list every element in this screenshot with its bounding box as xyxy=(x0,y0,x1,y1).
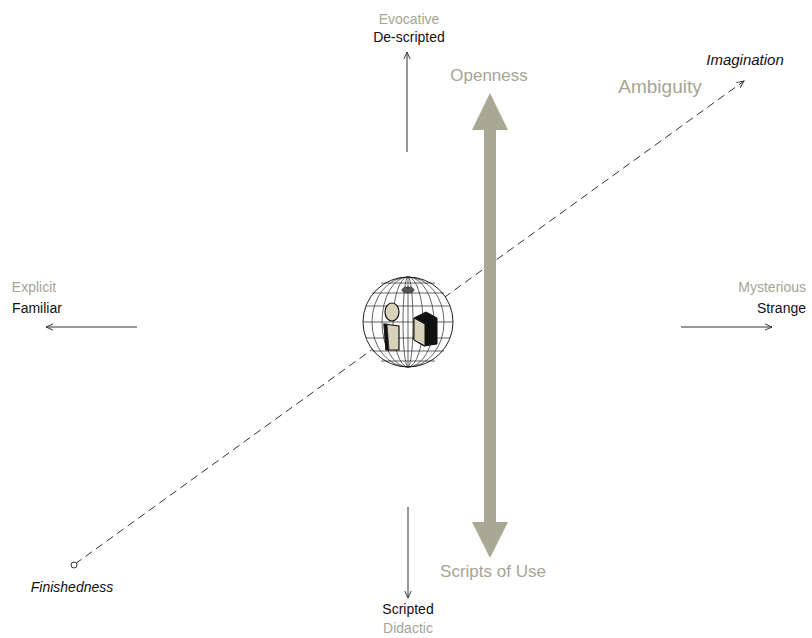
axis-label: Scripts of Use xyxy=(440,562,546,582)
axis-label: Familiar xyxy=(12,300,62,316)
ambiguity-axis xyxy=(75,81,744,564)
axis-label: Evocative xyxy=(379,11,440,27)
axis-label: Finishedness xyxy=(31,579,114,595)
right-arrow xyxy=(681,327,772,328)
axis-label: De-scripted xyxy=(373,29,445,45)
axis-label: Strange xyxy=(757,300,806,316)
up-arrow xyxy=(407,52,408,152)
axis-label: Explicit xyxy=(12,279,56,295)
axis-label: Mysterious xyxy=(738,279,806,295)
globe-illustration xyxy=(363,277,453,367)
axis-label: Openness xyxy=(450,66,528,86)
down-arrow xyxy=(408,507,409,598)
axis-label: Didactic xyxy=(383,620,433,636)
axis-label: Imagination xyxy=(706,51,784,68)
axis-label: Ambiguity xyxy=(618,76,701,98)
axis-label: Scripted xyxy=(382,601,433,617)
left-arrow xyxy=(46,327,137,328)
axis-origin-dot xyxy=(71,562,77,568)
openness-double-arrow xyxy=(472,93,508,558)
